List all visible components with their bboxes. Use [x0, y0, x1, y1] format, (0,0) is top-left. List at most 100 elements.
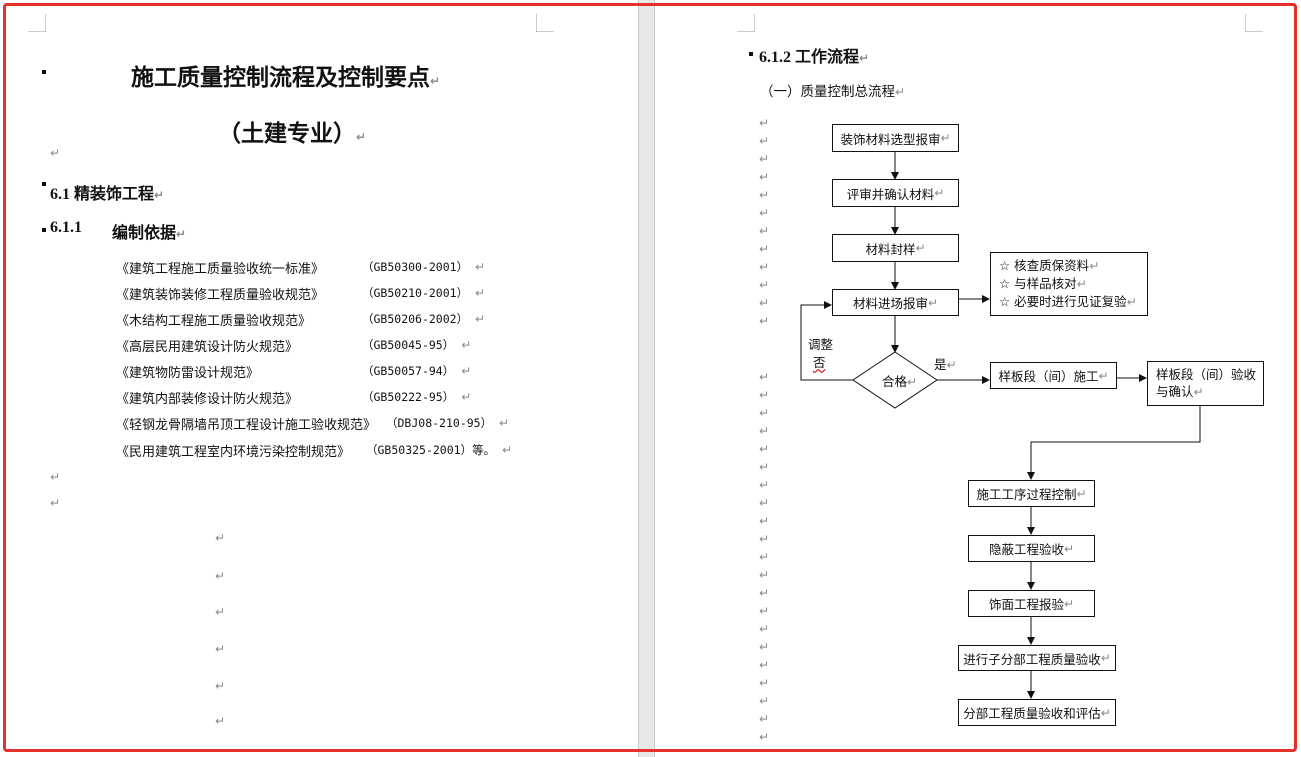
return-mark: ↵	[759, 314, 770, 328]
flow-step-review-confirm: 评审并确认材料↵	[832, 179, 959, 207]
paragraph-bullet	[42, 228, 46, 232]
return-mark: ↵	[499, 416, 510, 430]
check-item: ☆ 必要时进行见证复验↵	[999, 294, 1137, 309]
flow-step-sample-acceptance: 样板段（间）验收 与确认↵	[1147, 361, 1264, 406]
page-gutter	[638, 0, 655, 757]
reference-name: 《建筑物防雷设计规范》	[116, 366, 260, 381]
flow-step-subdivision-acceptance: 进行子分部工程质量验收↵	[958, 645, 1116, 671]
flow-title: （一）质量控制总流程↵	[760, 84, 906, 100]
check-item: ☆ 与样品核对↵	[999, 276, 1087, 291]
document-subtitle: （土建专业）↵	[218, 121, 367, 146]
reference-code: （GB50206-2002） ↵	[362, 312, 486, 326]
return-mark: ↵	[759, 242, 770, 256]
return-mark: ↵	[475, 260, 486, 274]
return-mark: ↵	[907, 375, 918, 389]
return-mark: ↵	[759, 260, 770, 274]
return-mark: ↵	[759, 296, 770, 310]
flowchart-connectors	[800, 152, 1201, 699]
return-mark: ↵	[915, 241, 926, 255]
paragraph-bullet	[42, 70, 46, 74]
flow-step-concealed-acceptance: 隐蔽工程验收↵	[968, 535, 1095, 562]
check-item: ☆ 核查质保资料↵	[999, 258, 1100, 273]
reference-code: （GB50057-94） ↵	[362, 364, 472, 378]
return-mark: ↵	[759, 712, 770, 726]
return-mark: ↵	[759, 278, 770, 292]
return-mark: ↵	[759, 622, 770, 636]
return-mark: ↵	[215, 569, 226, 583]
flow-adjust-label: 调整	[808, 337, 834, 352]
return-mark: ↵	[859, 51, 870, 65]
return-mark: ↵	[759, 388, 770, 402]
return-mark: ↵	[215, 605, 226, 619]
section-heading-6-1-2: 6.1.2 工作流程↵	[759, 49, 870, 66]
return-mark: ↵	[759, 152, 770, 166]
return-mark: ↵	[461, 364, 472, 378]
return-mark: ↵	[759, 550, 770, 564]
document-title: 施工质量控制流程及控制要点↵	[131, 65, 441, 90]
reference-code: （GB50222-95） ↵	[362, 390, 472, 404]
page-corner-mark-top-left	[28, 14, 46, 32]
return-mark: ↵	[1193, 385, 1204, 399]
return-mark: ↵	[215, 642, 226, 656]
document-page-left: 施工质量控制流程及控制要点↵ （土建专业）↵ ↵ 6.1 精装饰工程↵ 6.1.…	[0, 0, 638, 757]
return-mark: ↵	[759, 406, 770, 420]
return-mark: ↵	[1100, 651, 1111, 665]
return-mark: ↵	[759, 694, 770, 708]
return-mark: ↵	[759, 460, 770, 474]
flow-step-finish-inspection: 饰面工程报验↵	[968, 590, 1095, 617]
return-mark: ↵	[50, 470, 61, 484]
return-mark: ↵	[940, 131, 951, 145]
section-heading-6-1: 6.1 精装饰工程↵	[50, 186, 165, 203]
sample-acceptance-line: 与确认↵	[1156, 384, 1204, 399]
return-mark: ↵	[215, 714, 226, 728]
flow-check-items: ☆ 核查质保资料↵ ☆ 与样品核对↵ ☆ 必要时进行见证复验↵	[990, 252, 1148, 316]
reference-code: （GB50045-95） ↵	[362, 338, 472, 352]
return-mark: ↵	[927, 295, 939, 310]
return-mark: ↵	[759, 640, 770, 654]
subsection-title: 编制依据↵	[112, 225, 187, 242]
return-mark: ↵	[759, 676, 770, 690]
return-mark: ↵	[1089, 259, 1100, 273]
return-mark: ↵	[1063, 541, 1075, 556]
flow-decision-label: 合格↵	[882, 374, 918, 389]
reference-name: 《轻钢龙骨隔墙吊顶工程设计施工验收规范》	[116, 418, 377, 433]
return-mark: ↵	[1076, 486, 1087, 501]
return-mark: ↵	[759, 532, 770, 546]
return-mark: ↵	[1076, 277, 1087, 291]
return-mark: ↵	[759, 170, 770, 184]
return-mark: ↵	[50, 146, 61, 160]
reference-code: （GB50210-2001） ↵	[362, 286, 486, 300]
return-mark: ↵	[759, 730, 770, 744]
flow-step-material-entry: 材料进场报审↵	[832, 289, 959, 316]
return-mark: ↵	[759, 370, 770, 384]
return-mark: ↵	[759, 206, 770, 220]
flow-step-process-control: 施工工序过程控制↵	[968, 480, 1095, 507]
return-mark: ↵	[759, 496, 770, 510]
return-mark: ↵	[1063, 596, 1075, 611]
return-mark: ↵	[461, 390, 472, 404]
reference-code: （GB50325-2001）等。 ↵	[366, 443, 513, 457]
return-mark: ↵	[759, 116, 770, 130]
return-mark: ↵	[759, 224, 770, 238]
flow-no-label: 否	[813, 355, 826, 370]
return-mark: ↵	[502, 443, 513, 457]
reference-name: 《建筑工程施工质量验收统一标准》	[116, 262, 325, 277]
return-mark: ↵	[934, 186, 945, 200]
reference-name: 《木结构工程施工质量验收规范》	[116, 314, 312, 329]
return-mark: ↵	[759, 424, 770, 438]
reference-name: 《高层民用建筑设计防火规范》	[116, 340, 299, 355]
return-mark: ↵	[50, 496, 61, 510]
return-mark: ↵	[356, 130, 367, 144]
return-mark: ↵	[759, 478, 770, 492]
flow-step-division-evaluation: 分部工程质量验收和评估↵	[958, 699, 1116, 726]
return-mark: ↵	[759, 604, 770, 618]
return-mark: ↵	[176, 227, 187, 241]
return-mark: ↵	[461, 338, 472, 352]
return-mark: ↵	[154, 188, 165, 202]
paragraph-bullet	[42, 182, 46, 186]
return-mark: ↵	[759, 658, 770, 672]
flow-yes-label: 是↵	[934, 357, 957, 372]
return-mark: ↵	[215, 679, 226, 693]
reference-name: 《民用建筑工程室内环境污染控制规范》	[116, 445, 351, 460]
flow-step-sample-construction: 样板段（间）施工↵	[990, 362, 1117, 389]
